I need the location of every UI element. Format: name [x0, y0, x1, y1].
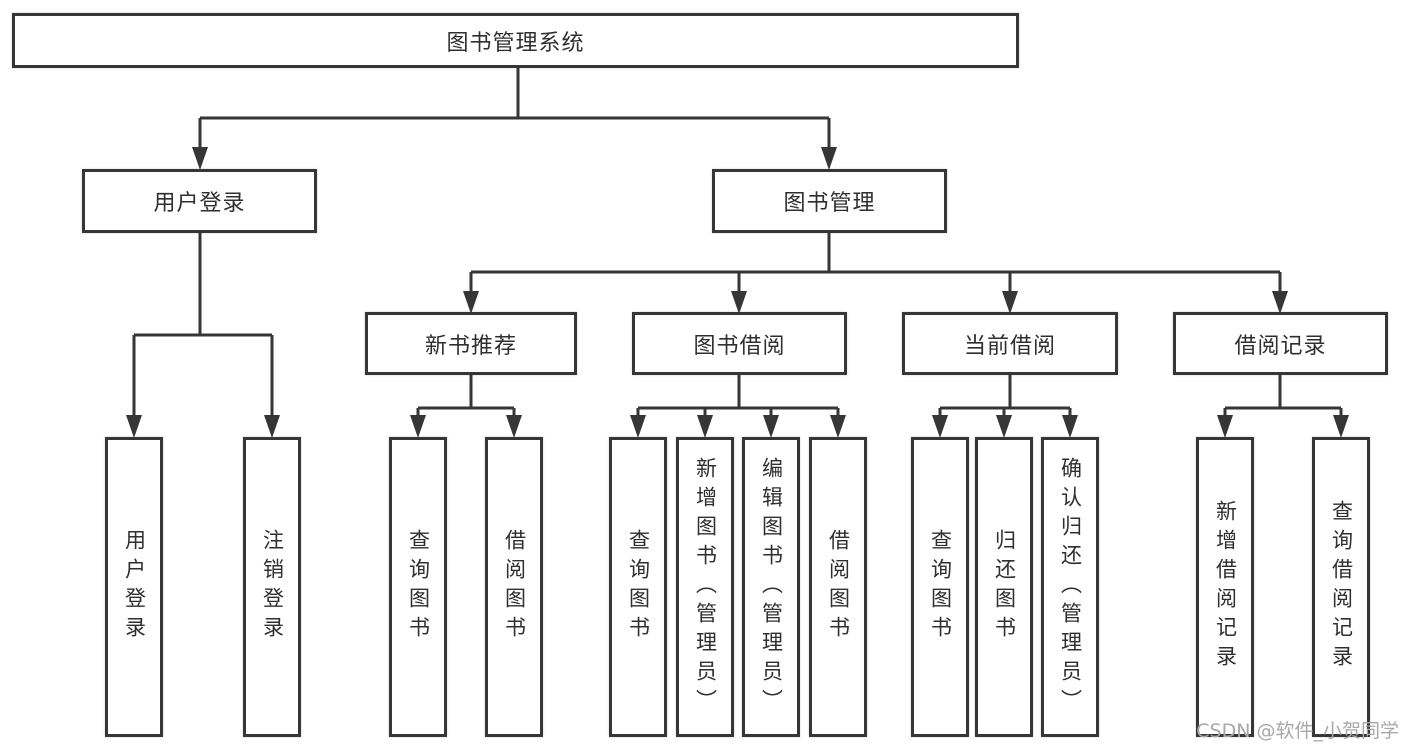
leaf-query-borrow-record: 查询借阅记录	[1312, 437, 1370, 737]
node-current-borrow-label: 当前借阅	[963, 333, 1056, 359]
leaf-label: 注销登录	[260, 529, 285, 645]
node-user-login-label: 用户登录	[153, 191, 246, 216]
leaf-label: 查询借阅记录	[1329, 500, 1354, 674]
leaf-label: 用户登录	[122, 529, 147, 645]
leaf-logout: 注销登录	[243, 437, 301, 737]
leaf-borrow-book-2: 借阅图书	[809, 437, 867, 737]
node-new-book-recommend: 新书推荐	[365, 312, 577, 375]
leaf-add-book-admin: 新增图书（管理员）	[676, 437, 734, 737]
node-book-borrow-label: 图书借阅	[693, 333, 786, 359]
leaf-label: 编辑图书（管理员）	[759, 456, 784, 718]
node-book-management: 图书管理	[712, 169, 947, 233]
node-current-borrow: 当前借阅	[902, 312, 1118, 375]
leaf-label: 归还图书	[992, 529, 1017, 645]
leaf-return-book: 归还图书	[975, 437, 1033, 737]
leaf-label: 查询图书	[406, 529, 431, 645]
leaf-label: 新增图书（管理员）	[693, 456, 718, 718]
leaf-query-book-3: 查询图书	[911, 437, 969, 737]
node-borrow-record-label: 借阅记录	[1234, 333, 1327, 359]
leaf-add-borrow-record: 新增借阅记录	[1196, 437, 1254, 737]
node-book-management-label: 图书管理	[783, 191, 876, 216]
node-new-book-recommend-label: 新书推荐	[424, 333, 517, 359]
leaf-label: 查询图书	[928, 529, 953, 645]
leaf-query-book-2: 查询图书	[609, 437, 667, 737]
leaf-label: 借阅图书	[826, 529, 851, 645]
leaf-borrow-book-1: 借阅图书	[485, 437, 543, 737]
node-book-borrow: 图书借阅	[632, 312, 847, 375]
leaf-edit-book-admin: 编辑图书（管理员）	[742, 437, 800, 737]
leaf-query-book-1: 查询图书	[389, 437, 447, 737]
node-borrow-record: 借阅记录	[1173, 312, 1388, 375]
node-user-login: 用户登录	[82, 169, 317, 233]
leaf-label: 查询图书	[626, 529, 651, 645]
watermark-text: CSDN @软件_小贺同学	[1196, 720, 1399, 742]
leaf-user-login: 用户登录	[105, 437, 163, 737]
node-root: 图书管理系统	[12, 13, 1019, 68]
leaf-confirm-return-admin: 确认归还（管理员）	[1041, 437, 1099, 737]
leaf-label: 借阅图书	[502, 529, 527, 645]
node-root-label: 图书管理系统	[446, 30, 585, 56]
leaf-label: 新增借阅记录	[1213, 500, 1238, 674]
leaf-label: 确认归还（管理员）	[1058, 456, 1083, 718]
